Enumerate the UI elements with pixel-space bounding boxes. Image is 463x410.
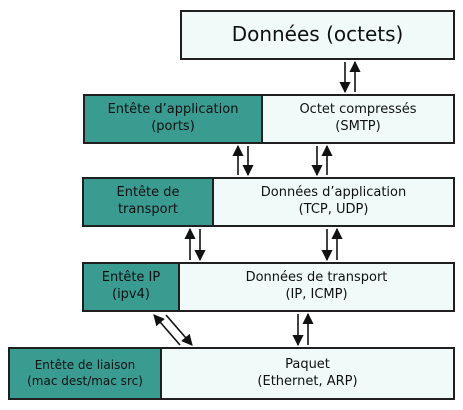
compressed-bytes-box: Octet compressés (SMTP) (261, 94, 455, 144)
transport-header-line1: Entête de (116, 185, 180, 201)
transport-header-box: Entête de transport (82, 177, 214, 227)
ip-header-box: Entête IP (ipv4) (82, 262, 180, 312)
arrow-diagonal-down-icon (165, 314, 193, 346)
transport-header-line2: transport (117, 202, 179, 217)
compressed-bytes-line1: Octet compressés (299, 102, 417, 118)
link-header-line1: Entête de liaison (34, 358, 136, 373)
packet-line2: (Ethernet, ARP) (257, 373, 358, 389)
arrow-diagonal-up-icon (153, 314, 181, 346)
link-header-box: Entête de liaison (mac dest/mac src) (8, 347, 162, 400)
packet-box: Paquet (Ethernet, ARP) (160, 347, 455, 400)
link-header-line2: (mac dest/mac src) (27, 373, 143, 388)
transport-data-line1: Données de transport (245, 270, 388, 286)
packet-line1: Paquet (285, 356, 330, 372)
data-bytes-box: Données (octets) (180, 10, 455, 60)
application-header-line2: (ports) (151, 119, 195, 134)
application-data-box: Données d’application (TCP, UDP) (212, 177, 455, 227)
compressed-bytes-line2: (SMTP) (335, 119, 381, 134)
application-data-line1: Données d’application (260, 185, 407, 201)
transport-data-box: Données de transport (IP, ICMP) (178, 262, 455, 312)
ip-header-line2: (ipv4) (112, 287, 150, 302)
application-data-line2: (TCP, UDP) (298, 202, 369, 217)
ip-header-line1: Entête IP (101, 270, 161, 286)
data-bytes-label: Données (octets) (231, 22, 404, 47)
application-header-line1: Entête d’application (107, 102, 239, 118)
application-header-box: Entête d’application (ports) (83, 94, 263, 144)
transport-data-line2: (IP, ICMP) (285, 287, 348, 302)
